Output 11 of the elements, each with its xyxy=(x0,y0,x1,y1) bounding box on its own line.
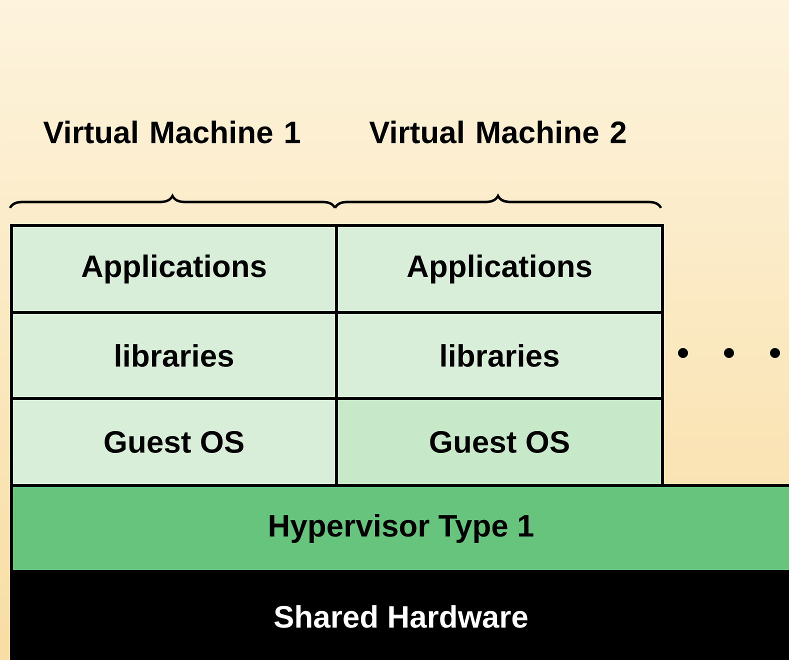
hardware-layer: Shared Hardware xyxy=(10,570,789,660)
column-heading: Virtual Machine 2 xyxy=(369,120,626,144)
layer-cell: Guest OS xyxy=(335,397,664,487)
column-heading: Virtual Machine 1 xyxy=(43,120,300,144)
layer-cell: Applications xyxy=(335,224,664,314)
layer-cell: Guest OS xyxy=(10,397,338,487)
layer-cell: libraries xyxy=(10,311,338,400)
layer-cell: Applications xyxy=(10,224,338,314)
node-label: Shared Hardware xyxy=(274,605,528,628)
hypervisor-layer: Hypervisor Type 1 xyxy=(10,484,789,573)
layer-cell: libraries xyxy=(335,311,664,400)
